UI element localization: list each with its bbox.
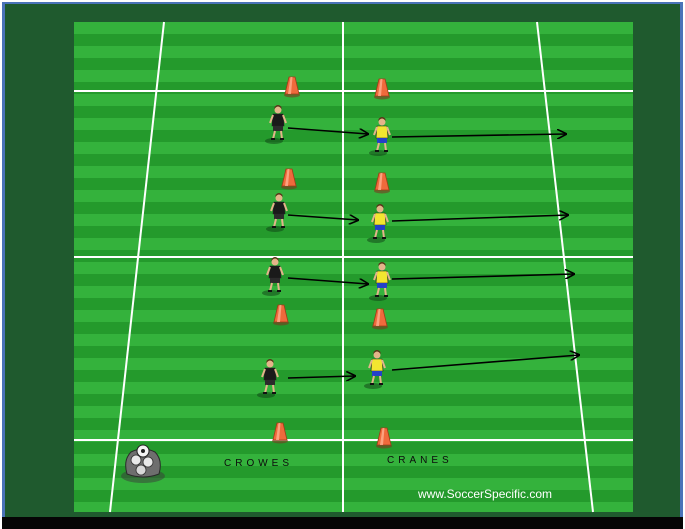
team-label-cranes: CRANES (387, 455, 453, 466)
website-watermark: www.SoccerSpecific.com (417, 487, 552, 501)
team-label-crowes: CROWES (224, 458, 293, 469)
soccer-field (74, 22, 633, 512)
